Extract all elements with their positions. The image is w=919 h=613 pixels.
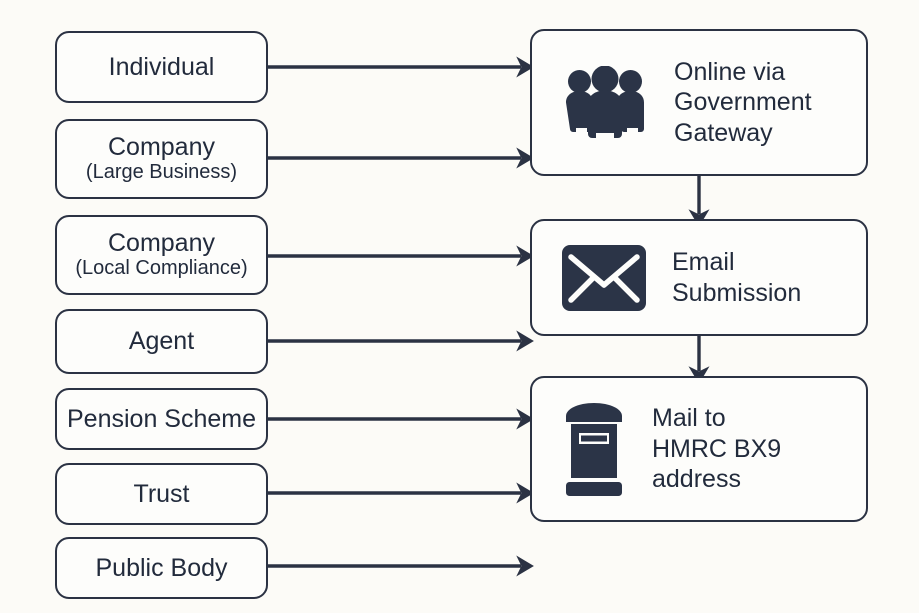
destination-label: Online via Government Gateway <box>674 57 812 147</box>
people-group-icon <box>562 65 648 140</box>
envelope-icon <box>562 244 646 311</box>
source-individual[interactable]: Individual <box>55 31 268 103</box>
destination-label: Mail to HMRC BX9 address <box>652 404 782 494</box>
source-agent[interactable]: Agent <box>55 309 268 374</box>
source-label-main: Agent <box>128 327 195 355</box>
destination-online-government-gateway[interactable]: Online via Government Gateway <box>530 29 868 176</box>
destination-label: Email Submission <box>672 248 802 307</box>
source-pension-scheme[interactable]: Pension Scheme <box>55 388 268 450</box>
postbox-icon <box>562 400 626 498</box>
source-label-sub: (Large Business) <box>85 161 238 184</box>
source-label-main: Company <box>108 133 215 162</box>
source-public-body[interactable]: Public Body <box>55 537 268 599</box>
source-label-main: Individual <box>108 52 215 81</box>
source-trust[interactable]: Trust <box>55 463 268 525</box>
source-label-main: Pension Scheme <box>67 404 257 433</box>
source-company-large-business[interactable]: Company(Large Business) <box>55 119 268 199</box>
source-label-sub: (Local Compliance) <box>75 257 248 280</box>
destination-mail-hmrc-bx9[interactable]: Mail to HMRC BX9 address <box>530 376 868 522</box>
source-company-local-compliance[interactable]: Company(Local Compliance) <box>55 215 268 295</box>
source-label-main: Public Body <box>95 553 228 582</box>
source-label-main: Company <box>108 229 215 258</box>
destination-email-submission[interactable]: Email Submission <box>530 219 868 336</box>
source-label-main: Trust <box>133 479 190 508</box>
